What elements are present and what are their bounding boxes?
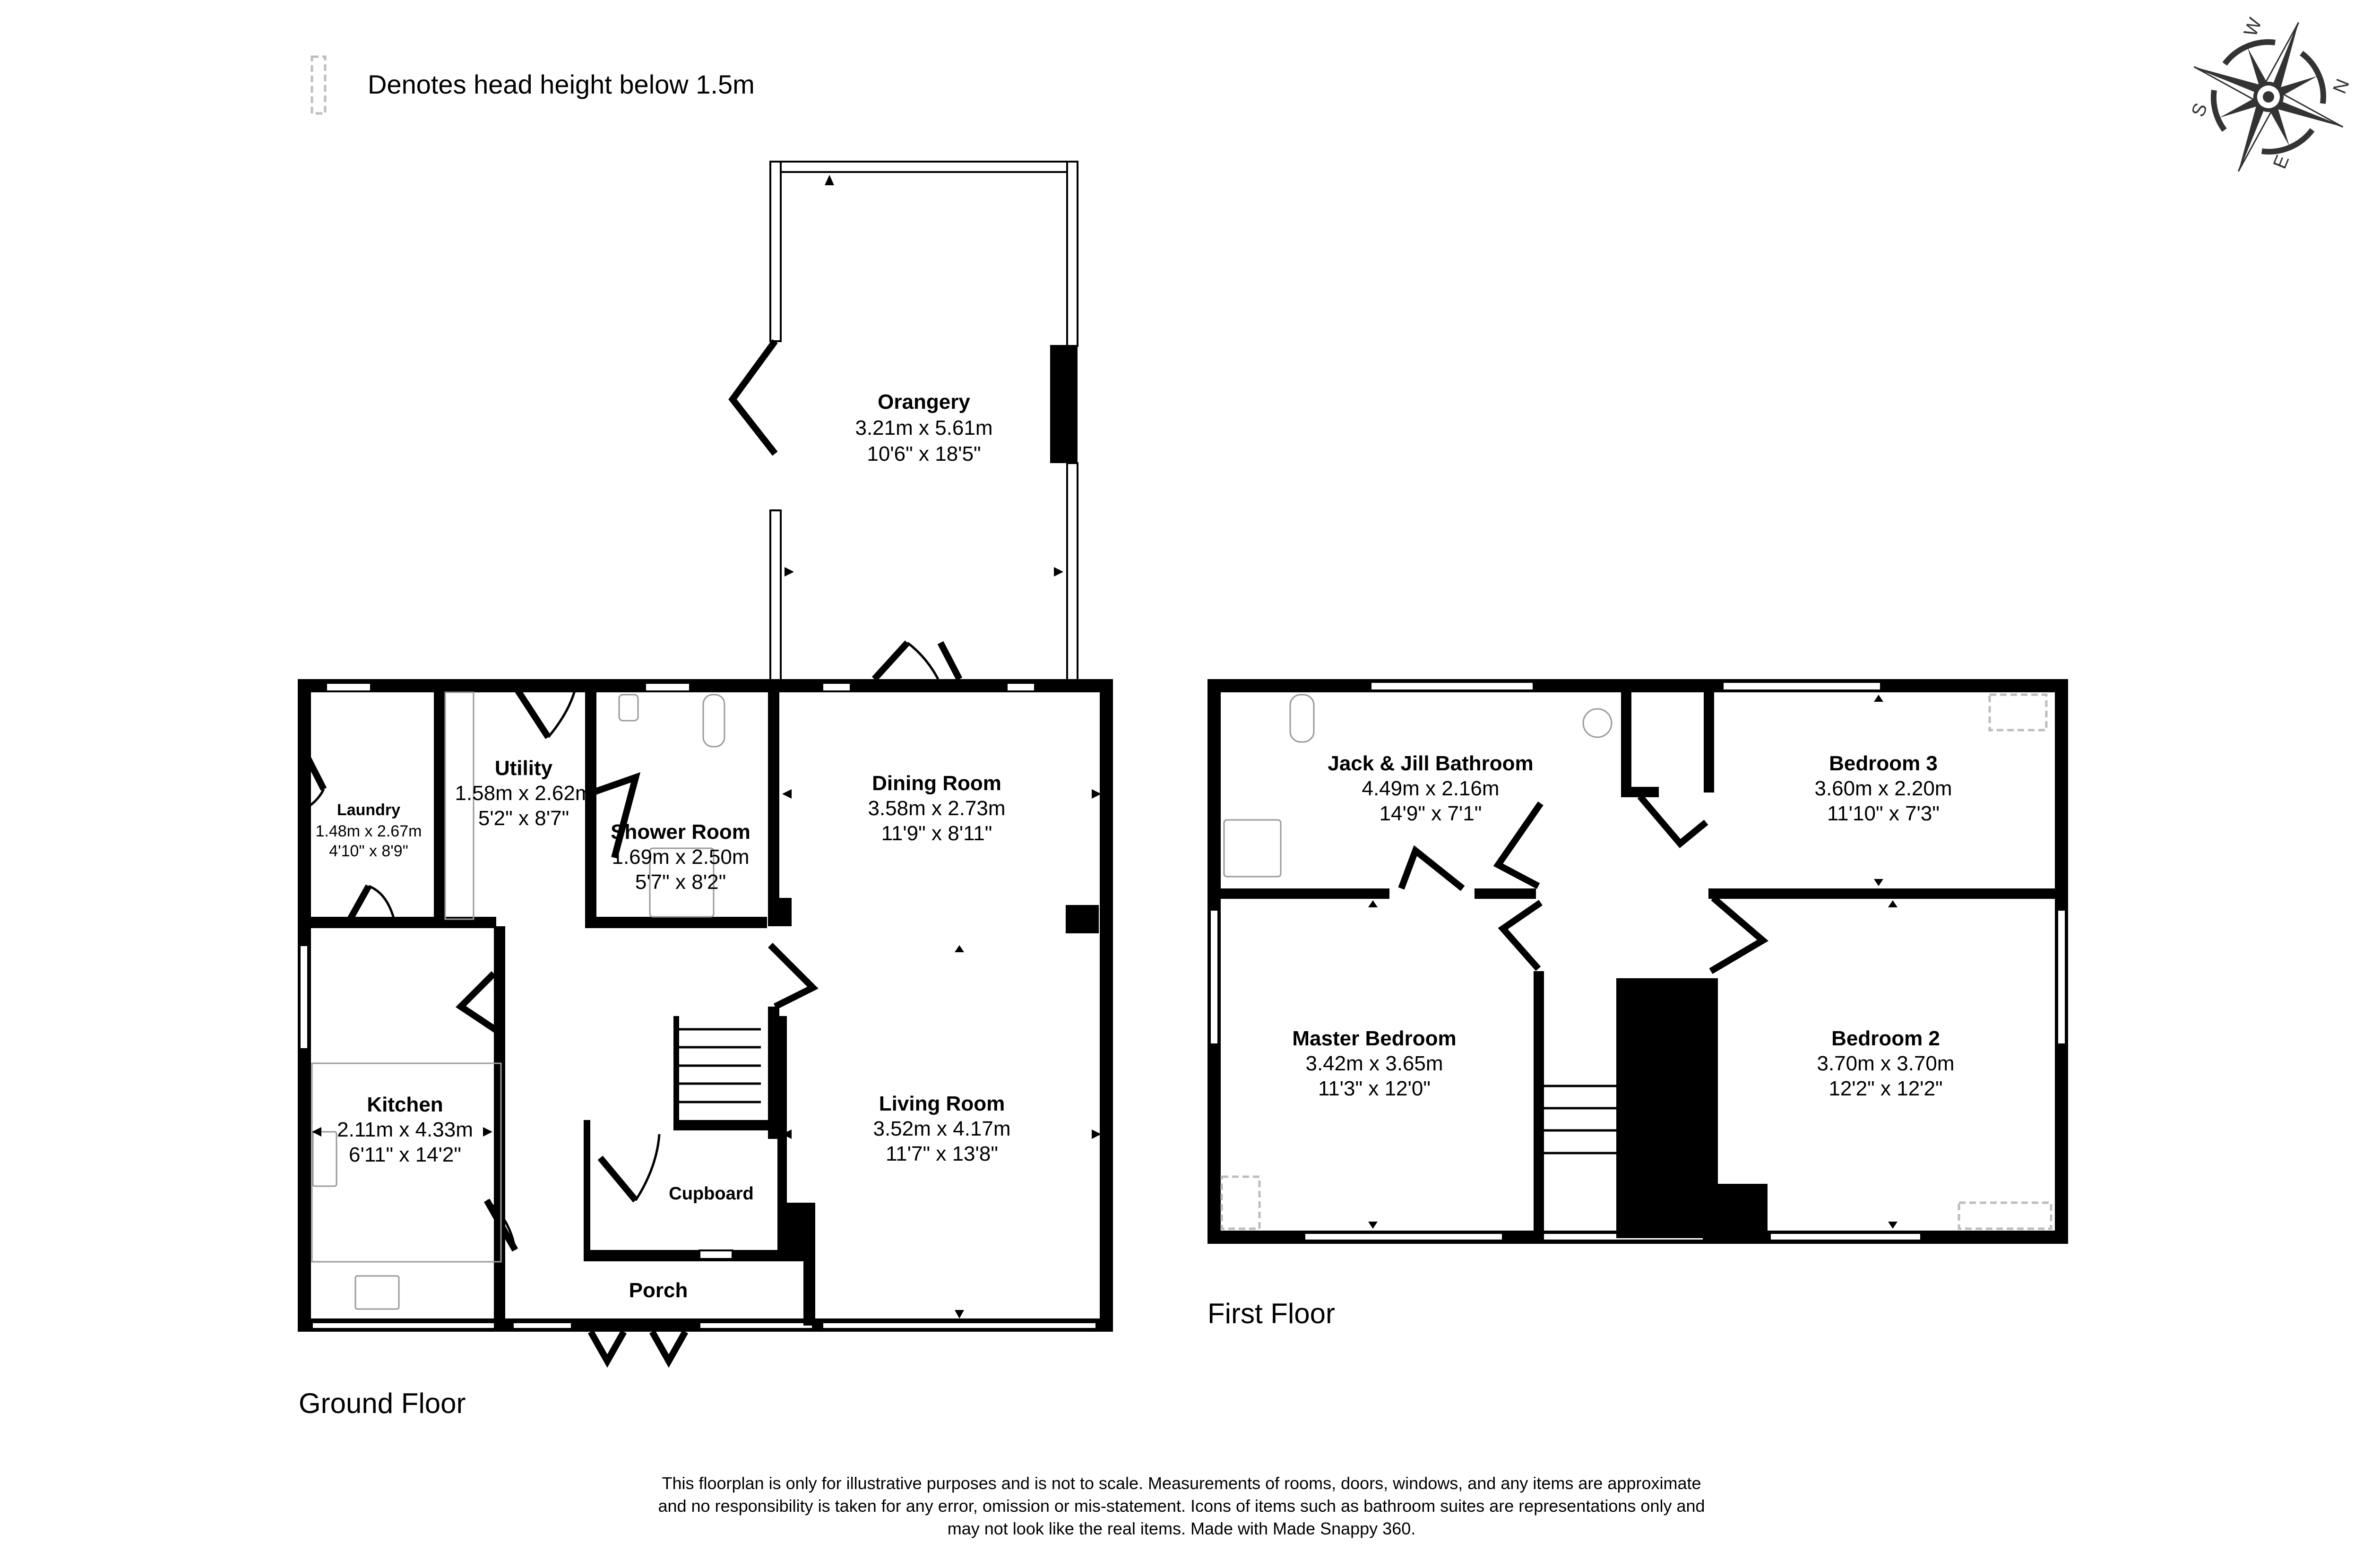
svg-text:5'7" x 8'2": 5'7" x 8'2" — [635, 870, 726, 894]
room-jack-and-jill-bathroom: Jack & Jill Bathroom 4.49m x 2.16m 14'9"… — [1328, 752, 1533, 825]
basin-icon — [618, 694, 639, 722]
svg-text:14'9" x 7'1": 14'9" x 7'1" — [1380, 802, 1482, 825]
first-floor-walls — [1207, 679, 2068, 1244]
disclaimer-text: This floorplan is only for illustrative … — [658, 1473, 1705, 1538]
svg-text:11'7" x 13'8": 11'7" x 13'8" — [886, 1142, 998, 1165]
svg-text:3.21m x 5.61m: 3.21m x 5.61m — [855, 416, 992, 439]
svg-text:1.48m x 2.67m: 1.48m x 2.67m — [316, 822, 422, 840]
room-bedroom-2: Bedroom 2 3.70m x 3.70m 12'2" x 12'2" — [1817, 1027, 1954, 1100]
svg-text:3.70m x 3.70m: 3.70m x 3.70m — [1817, 1052, 1954, 1075]
svg-text:Living Room: Living Room — [879, 1092, 1005, 1115]
legend-text: Denotes head height below 1.5m — [368, 69, 755, 99]
svg-text:Kitchen: Kitchen — [367, 1093, 443, 1116]
head-height-zone — [1220, 1175, 1261, 1230]
sink-icon — [354, 1275, 400, 1310]
ground-floor-fixtures — [311, 691, 725, 1310]
toilet-icon — [702, 694, 725, 748]
svg-text:Jack & Jill Bathroom: Jack & Jill Bathroom — [1328, 752, 1533, 775]
svg-text:3.58m x 2.73m: 3.58m x 2.73m — [868, 797, 1005, 820]
svg-text:2.11m x 4.33m: 2.11m x 4.33m — [337, 1118, 473, 1141]
svg-text:12'2" x 12'2": 12'2" x 12'2" — [1828, 1077, 1942, 1100]
svg-text:3.42m x 3.65m: 3.42m x 3.65m — [1305, 1052, 1443, 1075]
compass-west-label: W — [2240, 15, 2266, 40]
compass-rose-icon — [2193, 22, 2344, 172]
svg-text:11'3" x 12'0": 11'3" x 12'0" — [1318, 1077, 1431, 1100]
ground-floor-label: Ground Floor — [299, 1387, 466, 1419]
shower-tray-icon — [1223, 819, 1282, 878]
first-floor-label: First Floor — [1207, 1298, 1335, 1329]
ground-floor-walls — [298, 161, 1113, 1332]
head-height-zone — [1988, 693, 2048, 732]
kitchen-worktop-outline — [311, 1062, 502, 1263]
room-cupboard: Cupboard — [669, 1184, 753, 1204]
svg-text:Master Bedroom: Master Bedroom — [1292, 1027, 1456, 1050]
svg-text:1.69m x 2.50m: 1.69m x 2.50m — [612, 845, 749, 869]
room-shower-room: Shower Room 1.69m x 2.50m 5'7" x 8'2" — [611, 820, 750, 894]
dashed-rectangle-icon — [310, 55, 327, 115]
compass-north-label: N — [2329, 76, 2354, 96]
shower-tray-icon — [649, 847, 715, 918]
svg-text:Orangery: Orangery — [878, 390, 970, 414]
room-porch: Porch — [629, 1279, 688, 1302]
head-height-zone — [1958, 1201, 2053, 1230]
svg-text:Dining Room: Dining Room — [872, 772, 1001, 795]
svg-text:6'11" x 14'2": 6'11" x 14'2" — [349, 1143, 461, 1166]
basin-icon — [1582, 708, 1613, 738]
svg-text:10'6" x 18'5": 10'6" x 18'5" — [867, 442, 981, 465]
svg-text:11'10" x 7'3": 11'10" x 7'3" — [1827, 802, 1940, 825]
first-floor-fixtures — [1220, 693, 2053, 1230]
hob-icon — [312, 1131, 337, 1187]
svg-text:11'9" x 8'11": 11'9" x 8'11" — [881, 822, 992, 845]
svg-text:1.58m x 2.62m: 1.58m x 2.62m — [455, 782, 592, 805]
first-floor-doors — [1398, 794, 1768, 974]
room-laundry: Laundry 1.48m x 2.67m 4'10" x 8'9" — [316, 801, 422, 860]
room-utility: Utility 1.58m x 2.62m 5'2" x 8'7" — [455, 757, 592, 830]
svg-text:Shower Room: Shower Room — [611, 820, 750, 844]
room-kitchen: Kitchen 2.11m x 4.33m 6'11" x 14'2" — [337, 1093, 473, 1166]
svg-text:4'10" x 8'9": 4'10" x 8'9" — [329, 842, 408, 860]
svg-text:3.52m x 4.17m: 3.52m x 4.17m — [873, 1117, 1010, 1140]
compass-south-label: S — [2188, 100, 2212, 120]
svg-text:Bedroom 3: Bedroom 3 — [1829, 752, 1938, 775]
ground-floor-doors — [298, 339, 963, 1368]
svg-text:4.49m x 2.16m: 4.49m x 2.16m — [1362, 777, 1499, 800]
svg-text:Bedroom 2: Bedroom 2 — [1831, 1027, 1940, 1050]
svg-text:Laundry: Laundry — [337, 801, 400, 819]
room-orangery: Orangery 3.21m x 5.61m 10'6" x 18'5" — [855, 390, 992, 465]
room-living-room: Living Room 3.52m x 4.17m 11'7" x 13'8" — [873, 1092, 1010, 1165]
svg-text:3.60m x 2.20m: 3.60m x 2.20m — [1814, 777, 1952, 800]
room-bedroom-3: Bedroom 3 3.60m x 2.20m 11'10" x 7'3" — [1814, 752, 1952, 825]
room-master-bedroom: Master Bedroom 3.42m x 3.65m 11'3" x 12'… — [1292, 1027, 1456, 1100]
svg-text:Utility: Utility — [495, 757, 553, 780]
svg-text:Porch: Porch — [629, 1279, 688, 1302]
room-dining-room: Dining Room 3.58m x 2.73m 11'9" x 8'11" — [868, 772, 1005, 845]
svg-text:5'2" x 8'7": 5'2" x 8'7" — [478, 807, 569, 830]
utility-worktop-outline — [444, 691, 474, 920]
compass-east-label: E — [2269, 152, 2294, 172]
legend: Denotes head height below 1.5m — [310, 55, 755, 115]
dimension-arrows — [312, 175, 1897, 1318]
toilet-icon — [1289, 694, 1315, 743]
svg-text:Cupboard: Cupboard — [669, 1184, 753, 1204]
